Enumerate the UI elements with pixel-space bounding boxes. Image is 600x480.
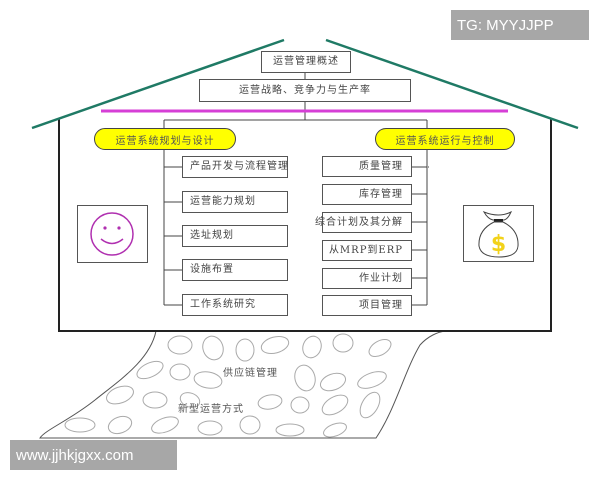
left-item-label: 产品开发与流程管理 <box>190 161 289 172</box>
title-label: 运营管理概述 <box>273 56 339 67</box>
roof-left <box>31 38 285 130</box>
smiley-frame <box>77 205 148 263</box>
supply-chain-label: 供应链管理 <box>223 368 278 379</box>
right-item-label: 库存管理 <box>359 188 403 200</box>
right-item-label: 质量管理 <box>359 160 403 172</box>
svg-text:$: $ <box>491 232 506 257</box>
watermark-top-right: TG: MYYJJPP <box>451 10 589 40</box>
right-section-label: 运营系统运行与控制 <box>395 135 495 147</box>
stone-path <box>39 330 446 439</box>
left-section-pill: 运营系统规划与设计 <box>94 128 236 150</box>
watermark-top-right-text: TG: MYYJJPP <box>457 16 554 34</box>
right-item-box: 从MRP到ERP <box>322 240 412 261</box>
roof-right <box>325 38 579 130</box>
money-bag-frame: $ <box>463 205 534 262</box>
strategy-box: 运营战略、竞争力与生产率 <box>199 79 411 102</box>
left-item-box: 产品开发与流程管理 <box>182 156 288 178</box>
right-section-pill: 运营系统运行与控制 <box>375 128 515 150</box>
smiley-face-icon <box>90 212 134 256</box>
watermark-bottom-left-text: www.jjhkjgxx.com <box>16 446 134 464</box>
left-item-label: 选址规划 <box>190 230 234 241</box>
left-item-label: 工作系统研究 <box>190 299 256 310</box>
left-item-box: 设施布置 <box>182 259 288 281</box>
watermark-bottom-left: www.jjhkjgxx.com <box>10 440 177 470</box>
right-item-box: 作业计划 <box>322 268 412 289</box>
left-item-box: 选址规划 <box>182 225 288 247</box>
right-item-label: 项目管理 <box>359 299 403 311</box>
left-item-box: 运营能力规划 <box>182 191 288 213</box>
money-bag-icon: $ <box>478 210 519 258</box>
right-item-box: 库存管理 <box>322 184 412 205</box>
left-section-label: 运营系统规划与设计 <box>115 135 215 147</box>
left-item-box: 工作系统研究 <box>182 294 288 316</box>
right-item-label: 综合计划及其分解 <box>315 216 403 228</box>
left-item-label: 设施布置 <box>190 264 234 275</box>
strategy-label: 运营战略、竞争力与生产率 <box>239 84 371 96</box>
right-item-label: 作业计划 <box>359 272 403 284</box>
right-item-label: 从MRP到ERP <box>328 244 403 256</box>
right-item-box: 质量管理 <box>322 156 412 177</box>
title-box: 运营管理概述 <box>261 51 351 73</box>
left-item-label: 运营能力规划 <box>190 196 256 207</box>
new-operations-label: 新型运营方式 <box>178 404 244 415</box>
right-item-box: 项目管理 <box>322 295 412 316</box>
right-item-box: 综合计划及其分解 <box>315 212 412 233</box>
